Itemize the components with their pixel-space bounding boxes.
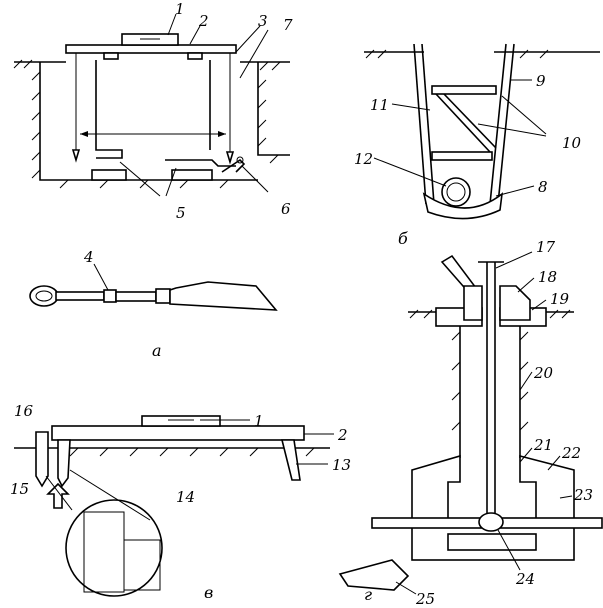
- label-2b: 2: [337, 426, 348, 444]
- label-11: 11: [370, 96, 389, 114]
- label-25: 25: [415, 590, 435, 608]
- label-12: 12: [354, 150, 373, 168]
- soil-hatching: [13, 59, 281, 189]
- label-21: 21: [533, 436, 553, 454]
- label-15: 15: [10, 480, 29, 498]
- label-2: 2: [198, 12, 209, 30]
- label-19: 19: [550, 290, 570, 308]
- label-7: 7: [283, 16, 293, 34]
- label-6: 6: [281, 200, 291, 218]
- label-5: 5: [176, 204, 186, 222]
- caption-a: а: [152, 341, 162, 360]
- label-24: 24: [515, 570, 535, 588]
- label-1b: 1: [254, 412, 264, 430]
- label-14: 14: [176, 488, 195, 506]
- label-9: 9: [536, 72, 546, 90]
- label-13: 13: [332, 456, 351, 474]
- panel-g-valve-well: 17 18 19 20 21 22 23 24 25 г: [338, 238, 603, 608]
- caption-g: г: [364, 585, 372, 604]
- panel-a-trench: 1 2 3 7 5 6: [13, 0, 293, 222]
- shovel-tool: 4 а: [29, 248, 278, 360]
- label-20: 20: [533, 364, 554, 382]
- label-23: 23: [573, 486, 593, 504]
- caption-v: в: [204, 583, 213, 602]
- panel-b-trench-section: 9 11 10 12 8 б: [354, 43, 600, 248]
- label-16: 16: [14, 402, 34, 420]
- label-18: 18: [538, 268, 557, 286]
- caption-b: б: [398, 229, 408, 248]
- label-4: 4: [83, 248, 94, 266]
- label-8: 8: [538, 178, 548, 196]
- panel-v-board-level: 16 1 2 13 15 14 в: [10, 402, 351, 602]
- label-10: 10: [562, 134, 582, 152]
- label-1: 1: [175, 0, 185, 18]
- label-3: 3: [258, 12, 268, 30]
- label-17: 17: [536, 238, 556, 256]
- label-22: 22: [561, 444, 581, 462]
